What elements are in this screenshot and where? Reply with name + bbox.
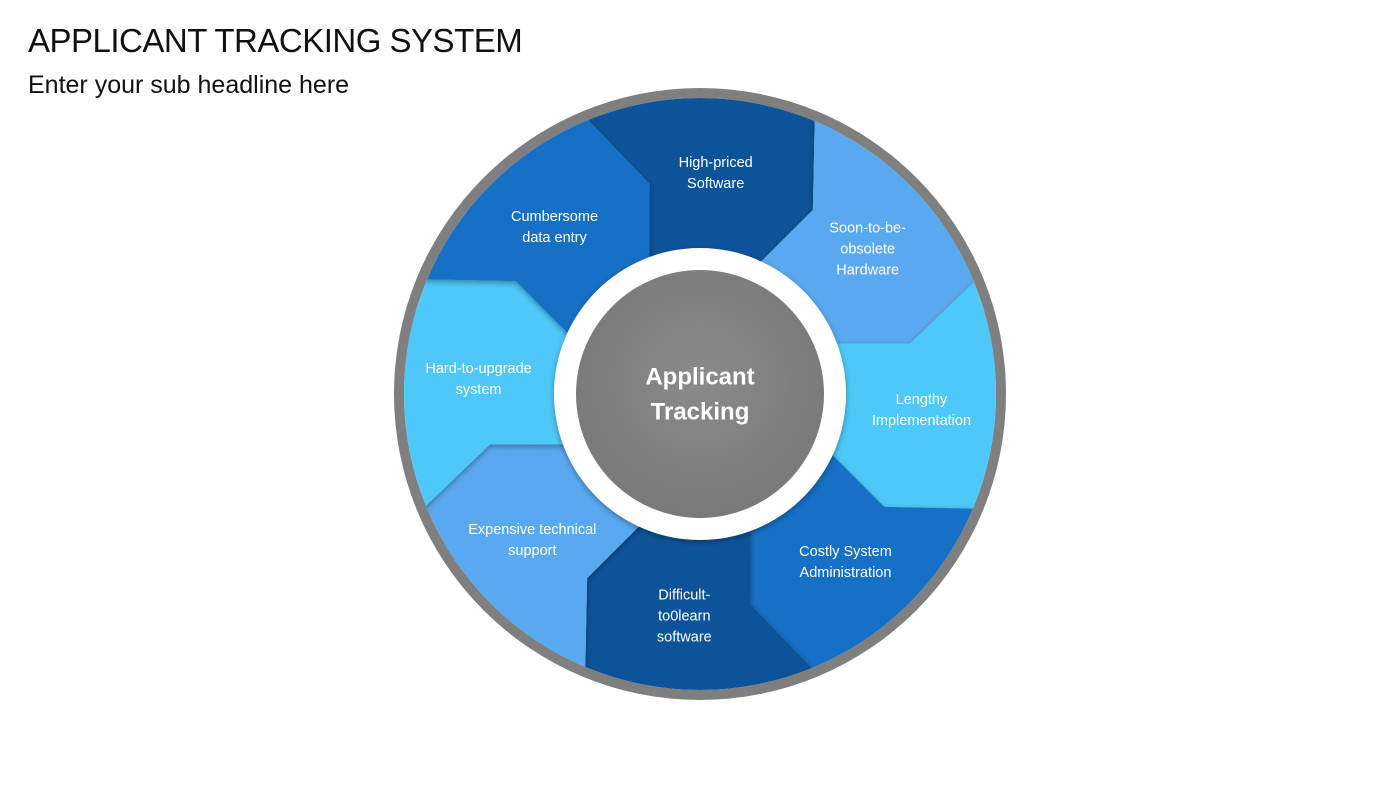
segment-difficult-to-learn-software — [585, 515, 815, 690]
segment-label-line: support — [508, 543, 556, 559]
segment-label-cumbersome-data-entry: Cumbersome data entry — [511, 209, 598, 246]
center-label-line: Tracking — [651, 399, 750, 426]
segment-label-line: Administration — [800, 565, 892, 581]
segment-soon-to-be-obsolete-hardware — [750, 116, 978, 344]
segment-hard-to-upgrade-system — [404, 279, 579, 509]
segment-label-line: software — [657, 629, 712, 645]
segment-cumbersome-data-entry — [422, 116, 650, 344]
slide-title: APPLICANT TRACKING SYSTEM — [28, 22, 523, 59]
segment-label-line: Expensive technical — [468, 522, 596, 538]
segment-high-priced-software — [585, 98, 815, 273]
segment-label-line: Hard-to-upgrade — [425, 361, 531, 377]
segment-label-line: Hardware — [836, 263, 899, 279]
segment-label-line: Soon-to-be- — [829, 221, 906, 237]
segment-costly-system-administration — [750, 444, 978, 672]
segment-label-line: Difficult- — [658, 587, 710, 603]
segment-label-line: system — [456, 382, 502, 398]
segment-label-line: Costly System — [799, 544, 892, 560]
center-label-line: Applicant — [645, 364, 754, 391]
segment-label-line: Cumbersome — [511, 209, 598, 225]
segment-lengthy-implementation — [821, 279, 996, 509]
segment-label-line: data entry — [522, 230, 587, 246]
segment-label-expensive-technical-support: Expensive technical support — [468, 522, 596, 559]
slide-subtitle: Enter your sub headline here — [28, 71, 350, 99]
segment-label-line: Lengthy — [896, 392, 948, 408]
segment-label-hard-to-upgrade-system: Hard-to-upgrade system — [425, 361, 531, 398]
segment-label-line: to0learn — [658, 608, 710, 624]
hub — [576, 270, 824, 518]
segment-label-line: Implementation — [872, 413, 971, 429]
segment-label-line: obsolete — [840, 242, 895, 258]
segment-label-difficult-to-learn-software: Difficult-to0learn software — [657, 587, 712, 645]
segment-label-line: High-priced — [679, 155, 753, 171]
segment-label-line: Software — [687, 176, 744, 192]
segment-expensive-technical-support — [422, 444, 650, 672]
segments-layer — [404, 98, 996, 690]
